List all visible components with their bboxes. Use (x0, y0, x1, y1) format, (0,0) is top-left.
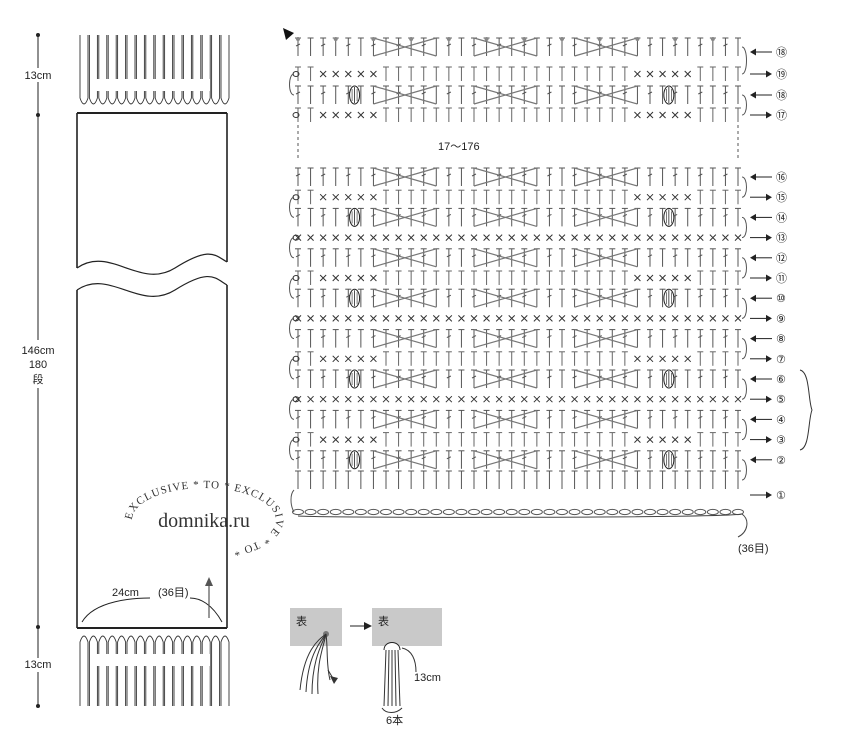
scarf-schematic: 13cm 146cm 180 段 13cm 24cm (36目) (14, 33, 230, 708)
foundation-stitches-label: (36目) (738, 543, 769, 555)
lower-row-label: ① (750, 489, 786, 502)
row-number: ⑨ (776, 312, 786, 325)
row-number: ⑤ (776, 393, 786, 406)
row-number: ① (776, 489, 786, 502)
lower-row-label: ⑪ (750, 272, 787, 285)
fringe-top (79, 35, 230, 105)
lower-row-label: ⑬ (750, 232, 787, 245)
side-label-2: 表 (378, 614, 389, 628)
lower-row-label: ② (750, 454, 786, 467)
lower-row-label: ⑦ (750, 353, 786, 366)
lower-row-label: ⑥ (750, 373, 786, 386)
row-number: ⑬ (776, 232, 787, 245)
stitch-chart: 17〜176 (36目) ⑯ ⑮ ⑭ ⑬ ⑫ ⑪ ⑩ ⑨ ⑧ ⑦ ⑥ ⑤ ④ ③ ② ① ⑱ ⑲ ⑱ ⑰ (283, 28, 813, 555)
repeat-label: 17〜176 (438, 141, 480, 153)
fringe-strands-label: 6本 (386, 713, 403, 727)
lower-row-label: ⑩ (750, 292, 786, 305)
row-labels: ⑯ ⑮ ⑭ ⑬ ⑫ ⑪ ⑩ ⑨ ⑧ ⑦ ⑥ ⑤ ④ ③ ② ① ⑱ ⑲ ⑱ ⑰ (750, 46, 787, 502)
body-length-label: 146cm (21, 345, 54, 357)
row-number: ⑪ (776, 272, 787, 285)
row-number: ④ (776, 413, 786, 426)
upper-row-label: ⑱ (750, 46, 787, 59)
row-number: ⑱ (776, 89, 787, 102)
start-marker-icon (283, 28, 294, 40)
chart-lower-block (289, 167, 747, 489)
lower-row-label: ⑧ (750, 333, 786, 346)
lower-row-label: ④ (750, 413, 786, 426)
lower-row-label: ⑨ (750, 312, 786, 325)
fringe-top-length-label: 13cm (25, 70, 52, 82)
fringe-detail: 表 表 13cm 6本 (290, 608, 442, 727)
width-label: 24cm (112, 587, 139, 599)
lower-row-label: ⑭ (750, 211, 787, 224)
upper-row-label: ⑲ (750, 68, 787, 81)
row-number: ⑥ (776, 373, 786, 386)
row-number: ⑯ (776, 171, 787, 184)
side-label-1: 表 (296, 614, 307, 628)
lower-row-label: ⑯ (750, 171, 787, 184)
fringe-length-label: 13cm (414, 672, 441, 684)
row-number: ⑫ (776, 252, 787, 265)
row-number: ② (776, 454, 786, 467)
body-rows-unit-label: 段 (33, 372, 44, 386)
width-stitches-label: (36目) (158, 587, 189, 599)
row-number: ⑱ (776, 46, 787, 59)
watermark-site: domnika.ru (158, 510, 250, 532)
upper-row-label: ⑱ (750, 89, 787, 102)
row-number: ⑭ (776, 211, 787, 224)
fringe-bottom-length-label: 13cm (25, 659, 52, 671)
repeat-brace (799, 369, 813, 451)
row-number: ⑮ (776, 191, 787, 204)
row-number: ⑲ (776, 68, 787, 81)
foundation-chain (290, 489, 744, 516)
row-number: ⑦ (776, 353, 786, 366)
row-number: ③ (776, 434, 786, 447)
row-number: ⑧ (776, 333, 786, 346)
lower-row-label: ⑮ (750, 191, 787, 204)
row-number: ⑰ (776, 109, 787, 122)
body-rows-label: 180 (29, 359, 47, 371)
lower-row-label: ③ (750, 434, 786, 447)
lower-row-label: ⑫ (750, 252, 787, 265)
row-number: ⑩ (776, 292, 786, 305)
chart-upper-block (289, 37, 747, 122)
upper-row-label: ⑰ (750, 109, 787, 122)
lower-row-label: ⑤ (750, 393, 786, 406)
fringe-bottom (79, 635, 230, 706)
